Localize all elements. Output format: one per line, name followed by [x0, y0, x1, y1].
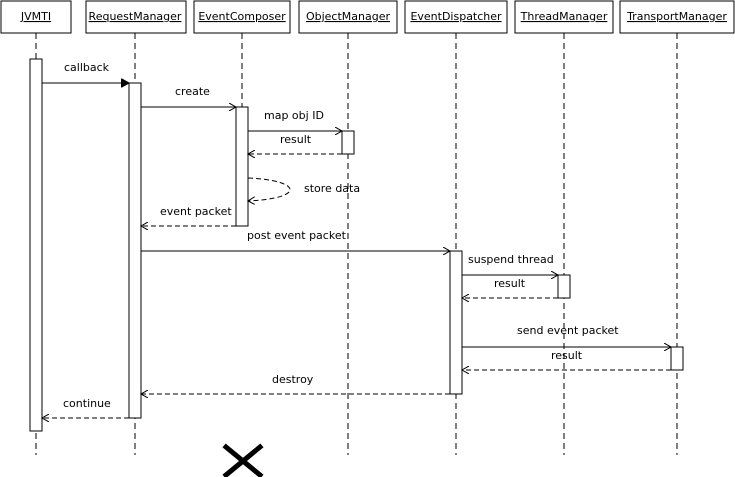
message-store-data: store data: [248, 177, 360, 201]
message-label: suspend thread: [468, 253, 554, 266]
message-continue: continue: [42, 397, 129, 418]
participant-label: EventComposer: [198, 10, 286, 23]
activation-jvmti: [29, 58, 43, 432]
message-arrow: [248, 177, 291, 201]
message-send-event-packet: send event packet: [462, 324, 671, 347]
message-label: send event packet: [517, 324, 619, 337]
destroy-x-icon: [222, 443, 264, 477]
message-callback: callback: [42, 61, 129, 83]
message-map-obj-id: map obj ID: [248, 109, 342, 131]
activation-request-manager: [128, 82, 142, 419]
participant-box: [0, 0, 72, 34]
participant-label: JVMTI: [20, 10, 51, 23]
participant-event-composer: EventComposer: [193, 0, 291, 34]
message-label: continue: [63, 397, 111, 410]
participant-box: [514, 0, 614, 34]
message-label: callback: [64, 61, 110, 74]
message-label: result: [280, 133, 312, 146]
message-label: post event packet: [247, 229, 347, 242]
message-destroy: destroy: [141, 373, 450, 394]
activation-event-dispatcher: [449, 250, 463, 395]
message-label: store data: [304, 182, 360, 195]
participant-label: ObjectManager: [306, 10, 391, 23]
participant-label: TransportManager: [626, 10, 727, 23]
message-label: map obj ID: [264, 109, 324, 122]
participant-transport-manager: TransportManager: [619, 0, 735, 34]
participant-box: [298, 0, 398, 34]
participant-box: [85, 0, 187, 34]
message-result-2: result: [462, 277, 558, 298]
participant-label: EventDispatcher: [410, 10, 502, 23]
participant-box: [193, 0, 291, 34]
participant-thread-manager: ThreadManager: [514, 0, 614, 34]
message-label: result: [494, 277, 526, 290]
participant-event-dispatcher: EventDispatcher: [404, 0, 508, 34]
participant-label: RequestManager: [89, 10, 182, 23]
message-suspend-thread: suspend thread: [462, 253, 558, 275]
message-label: destroy: [272, 373, 314, 386]
message-result-3: result: [462, 349, 671, 370]
participant-request-manager: RequestManager: [85, 0, 187, 34]
activation-event-composer: [235, 106, 249, 227]
activation-object-manager: [341, 130, 355, 155]
message-result-1: result: [248, 133, 342, 154]
message-label: create: [175, 85, 210, 98]
participant-jvmti: JVMTI: [0, 0, 72, 34]
message-create: create: [141, 85, 236, 107]
message-post-event-packet: post event packet: [141, 229, 450, 251]
message-label: result: [551, 349, 583, 362]
participant-label: ThreadManager: [520, 10, 608, 23]
message-event-packet: event packet: [141, 205, 236, 226]
participant-object-manager: ObjectManager: [298, 0, 398, 34]
activation-transport-manager: [670, 346, 684, 371]
activation-thread-manager: [557, 274, 571, 299]
message-label: event packet: [160, 205, 232, 218]
